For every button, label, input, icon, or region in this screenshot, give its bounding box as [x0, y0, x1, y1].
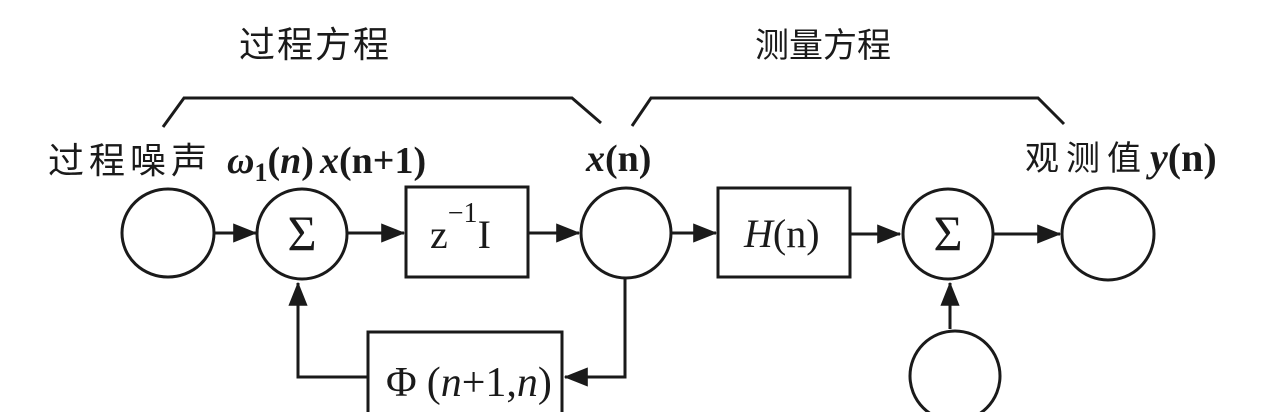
delay-superscript: −1 — [448, 198, 478, 229]
h-block-label: H(n) — [743, 211, 820, 256]
process-equation-brace — [161, 96, 602, 128]
process-equation-title: 过程方程 — [239, 25, 391, 65]
omega-subscript: 1 — [254, 158, 267, 187]
measurement-noise-node — [908, 329, 1002, 412]
x-next-label: x(n+1) — [319, 140, 426, 182]
y-output-args: (n) — [1168, 135, 1217, 180]
h-args: (n) — [773, 211, 820, 256]
omega-arg: n — [280, 140, 301, 182]
phi-block — [366, 330, 564, 412]
omega-label: ω1(n) — [227, 140, 314, 187]
output-node — [1060, 186, 1156, 282]
phi-arg-2: n — [517, 360, 538, 406]
delay-block — [404, 185, 530, 279]
x-state-label: x(n) — [585, 138, 651, 180]
y-output-label: y(n) — [1146, 135, 1217, 180]
feedback-state-to-phi — [563, 278, 627, 387]
feedback-phi-to-sum1 — [288, 281, 368, 379]
observation-label: 观测值 — [1025, 140, 1148, 178]
phi-symbol: Φ — [386, 360, 417, 406]
x-next-var: x — [319, 140, 339, 182]
phi-mid: +1, — [462, 360, 517, 406]
process-noise-label: 过程噪声 — [48, 141, 212, 181]
delay-base: z — [430, 212, 448, 257]
sum-2-symbol: Σ — [933, 205, 962, 261]
delay-identity: I — [478, 212, 491, 257]
phi-block-label: Φ(n+1,n) — [386, 360, 552, 406]
y-output-var: y — [1146, 135, 1168, 180]
process-noise-node — [120, 187, 216, 279]
omega-paren-close: ) — [301, 140, 314, 182]
x-next-args: (n+1) — [339, 140, 426, 182]
h-var: H — [743, 211, 775, 256]
phi-paren-open: ( — [427, 360, 441, 406]
measurement-equation-brace — [630, 96, 1066, 127]
omega-paren-open: ( — [267, 140, 280, 182]
x-state-var: x — [585, 138, 605, 180]
delay-block-label: z−1I — [430, 198, 491, 257]
x-state-args: (n) — [605, 138, 651, 180]
measurement-equation-title: 测量方程 — [755, 27, 891, 65]
phi-arg-1: n — [441, 360, 462, 406]
sum-1-symbol: Σ — [287, 205, 316, 261]
phi-paren-close: ) — [538, 360, 552, 406]
omega-symbol: ω — [227, 140, 254, 182]
state-node — [579, 186, 673, 280]
